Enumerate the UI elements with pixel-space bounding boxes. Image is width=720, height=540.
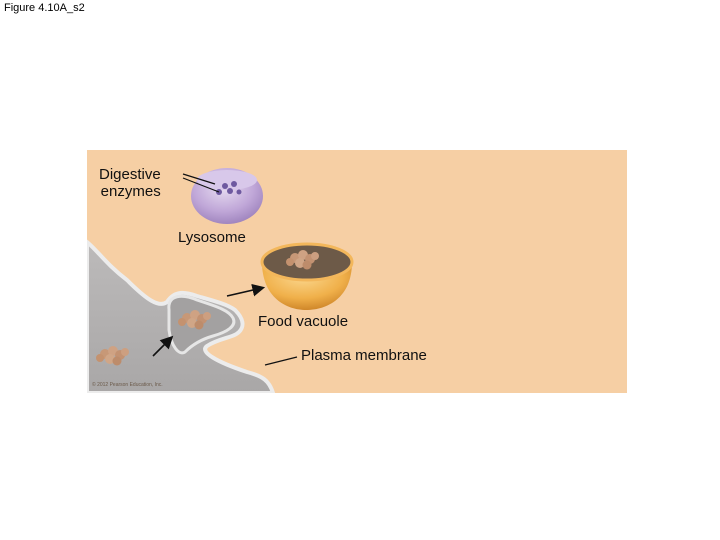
label-lysosome: Lysosome <box>178 229 246 246</box>
label-digestive-line1: Digestive <box>99 166 161 183</box>
diagram-illustration <box>87 150 627 393</box>
label-digestive-line2: enzymes <box>100 183 161 200</box>
arrow-particle-to-pit <box>152 335 174 357</box>
arrow-pit-to-vacuole <box>226 283 266 297</box>
food-vacuole-icon <box>260 242 354 310</box>
slide-title: Figure 4.10A_s2 <box>4 2 85 14</box>
label-digestive-enzymes: Digestive enzymes <box>99 166 161 200</box>
lysosome-diagram: Digestive enzymes Lysosome Food vacuole … <box>87 150 627 393</box>
lysosome-icon <box>191 168 263 224</box>
copyright-notice: © 2012 Pearson Education, Inc. <box>92 382 163 388</box>
label-plasma-membrane: Plasma membrane <box>301 347 427 364</box>
membrane-pointer-line <box>264 356 298 366</box>
label-food-vacuole: Food vacuole <box>258 313 349 330</box>
